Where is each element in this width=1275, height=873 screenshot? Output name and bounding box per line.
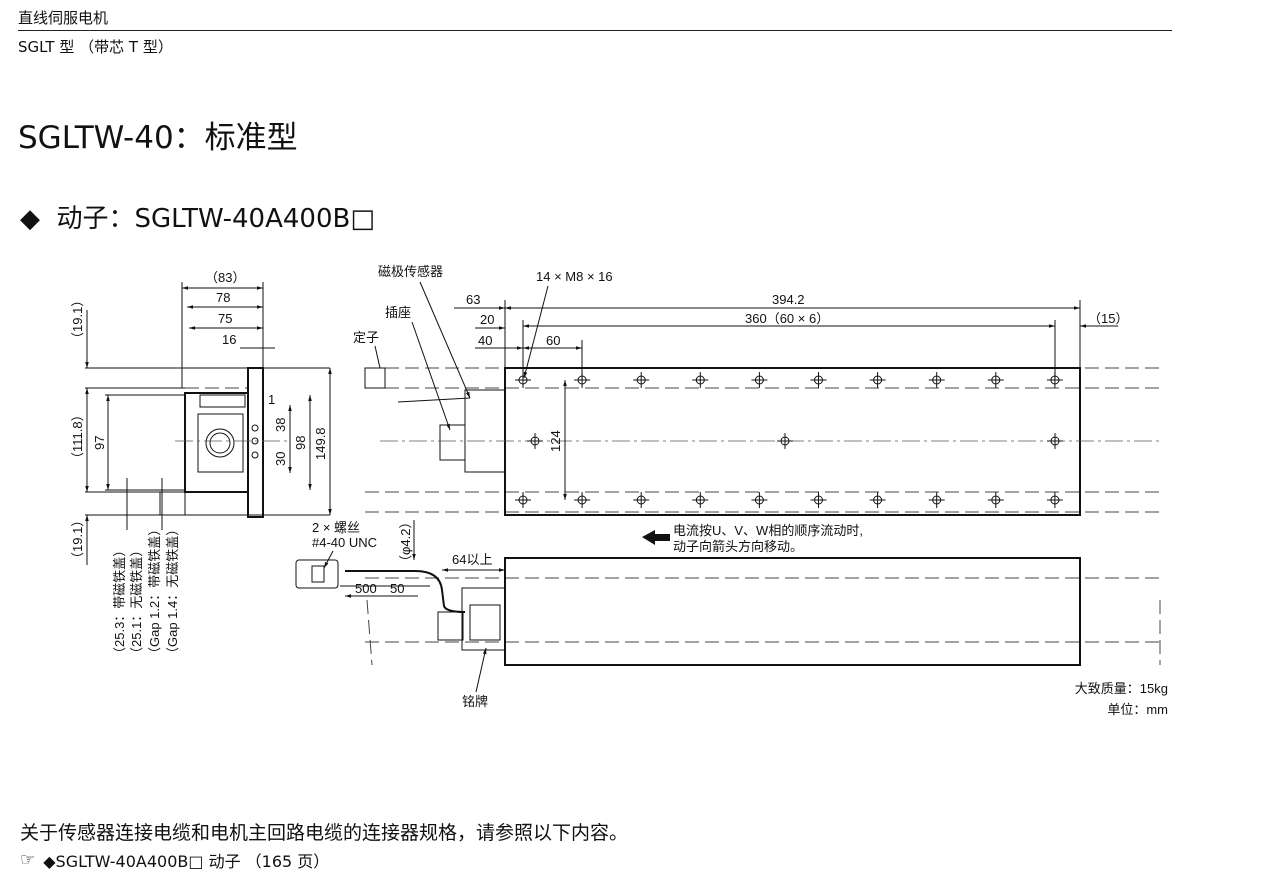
dim-1: 1	[268, 392, 275, 407]
dim-124: 124	[548, 430, 563, 452]
dim-83: （83）	[205, 270, 245, 285]
dim-38: 38	[273, 418, 288, 432]
direction-note-2: 动子向箭头方向移动。	[673, 539, 803, 554]
dim-64: 64以上	[452, 552, 492, 567]
reference-line: ☞ ◆SGLTW-40A400B□ 动子 （165 页）	[20, 848, 329, 872]
label-socket: 插座	[385, 305, 411, 320]
dim-30: 30	[273, 452, 288, 466]
section-title: ◆ 动子：SGLTW-40A400B□	[20, 198, 375, 235]
dim-60: 60	[546, 333, 560, 348]
label-holes: 14 × M8 × 16	[536, 269, 613, 284]
dim-20: 20	[480, 312, 494, 327]
direction-note-1: 电流按U、V、W相的顺序流动时,	[673, 523, 863, 538]
dim-19-1-top: （19.1）	[70, 294, 85, 345]
note-3: （Gap 1.2：带磁铁盖）	[147, 523, 162, 660]
reference-link[interactable]: ◆SGLTW-40A400B□ 动子 （165 页）	[43, 852, 330, 871]
header-divider	[18, 30, 1172, 31]
dim-111-8: （111.8）	[70, 408, 85, 465]
dim-75: 75	[218, 311, 232, 326]
dim-394-2: 394.2	[772, 292, 805, 307]
header-category: 直线伺服电机	[18, 9, 109, 27]
label-stator: 定子	[353, 330, 379, 345]
note-2: （25.1：无磁铁盖）	[129, 544, 144, 660]
dim-19-1-bottom: （19.1）	[70, 514, 85, 565]
note-4: （Gap 1.4：无磁铁盖）	[165, 523, 180, 660]
bottom-view: 500 50 （φ4.2） 64以上 2 × 螺丝 #4-40 UNC 铭牌	[295, 515, 1165, 709]
dim-63: 63	[466, 292, 480, 307]
diamond-bullet-icon: ◆	[20, 204, 40, 234]
dim-500: 500	[355, 581, 377, 596]
dim-40: 40	[478, 333, 492, 348]
dim-149-8: 149.8	[313, 427, 328, 460]
label-sensor: 磁极传感器	[378, 264, 443, 279]
direction-arrow-icon	[642, 530, 670, 545]
dim-78: 78	[216, 290, 230, 305]
note-1: （25.3：带磁铁盖）	[112, 544, 127, 660]
dim-98: 98	[293, 436, 308, 450]
dim-97: 97	[92, 436, 107, 450]
pointing-hand-icon: ☞	[20, 850, 36, 870]
page-title: SGLTW-40：标准型	[18, 120, 298, 156]
dim-16: 16	[222, 332, 236, 347]
unit-label: 单位：mm	[1107, 702, 1168, 717]
top-view: 394.2 360（60 × 6） （15） 63 20 40 60 124 磁…	[353, 264, 1160, 554]
label-screws-1: 2 × 螺丝	[312, 520, 360, 535]
dim-15: （15）	[1088, 311, 1128, 326]
dim-50: 50	[390, 581, 404, 596]
dim-phi: （φ4.2）	[398, 515, 413, 568]
connector-note: 关于传感器连接电缆和电机主回路电缆的连接器规格，请参照以下内容。	[20, 822, 629, 844]
side-view: （83） 78 75 16 （19.1） （111.8） （19.1） 97 1…	[70, 270, 332, 660]
label-screws-2: #4-40 UNC	[312, 535, 377, 550]
mass-label: 大致质量：15kg	[1075, 681, 1168, 696]
header-series: SGLT 型 （带芯 T 型）	[18, 38, 173, 56]
dim-360: 360（60 × 6）	[745, 311, 829, 326]
label-nameplate: 铭牌	[462, 694, 488, 709]
section-title-text: 动子：SGLTW-40A400B□	[56, 204, 375, 234]
